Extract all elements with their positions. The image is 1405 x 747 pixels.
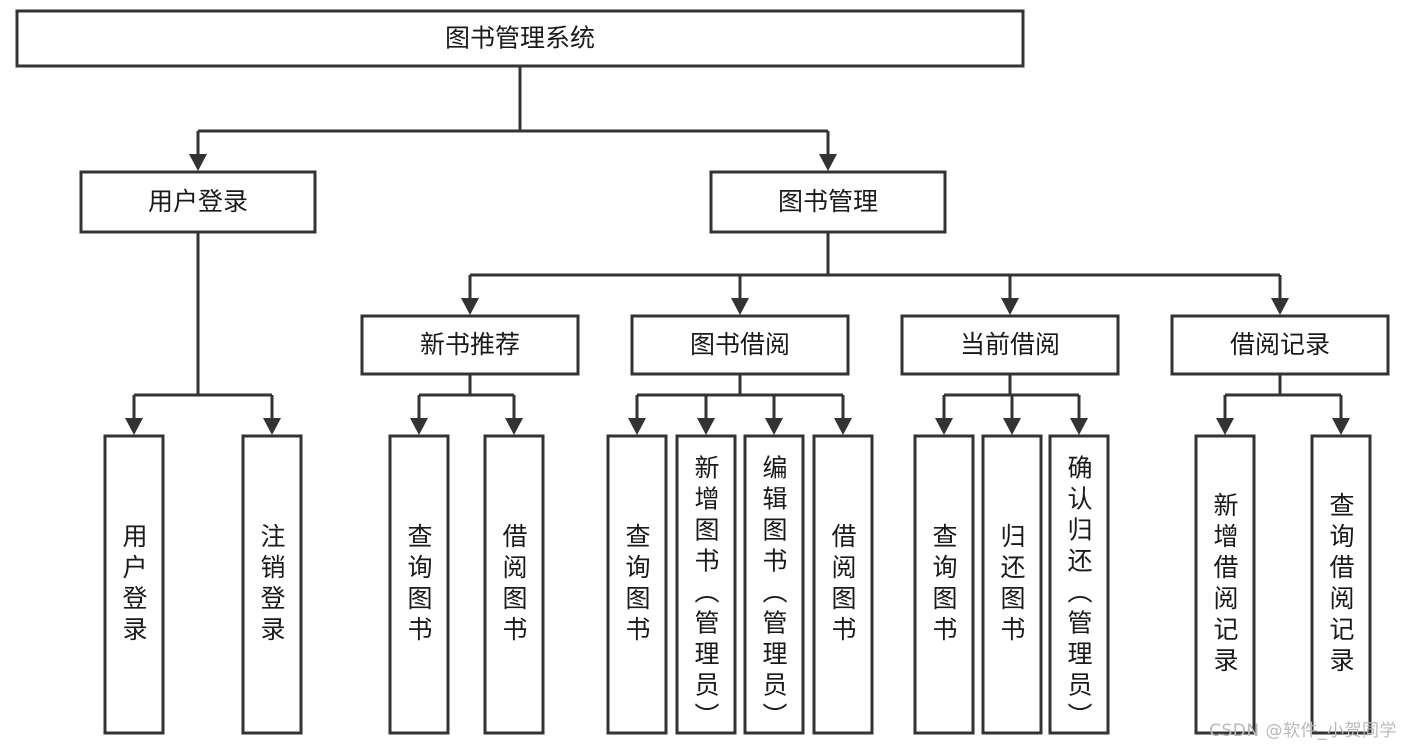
arrow-head-icon: [697, 418, 715, 435]
node-box: [388, 434, 450, 735]
arrow-head-icon: [1070, 418, 1088, 435]
node-label: 归还图书: [1000, 522, 1025, 644]
node-book-management[interactable]: 图书管理: [709, 170, 947, 234]
node-layer: 图书管理系统用户登录图书管理新书推荐图书借阅当前借阅借阅记录用户登录注销登录查询…: [15, 9, 1390, 735]
node-leaf-query-book-recommend[interactable]: 查询图书: [388, 434, 450, 735]
node-new-book-recommend[interactable]: 新书推荐: [360, 314, 580, 376]
node-box: [15, 9, 1025, 68]
node-box: [360, 314, 580, 376]
node-label: 查询图书: [407, 522, 432, 644]
arrow-head-icon: [731, 298, 749, 315]
node-label: 图书管理: [778, 187, 878, 216]
node-label: 当前借阅: [960, 330, 1060, 359]
node-label: 图书管理系统: [445, 24, 595, 53]
node-leaf-confirm-return-admin[interactable]: 确认归还︵管理员︶: [1048, 434, 1110, 735]
connector-borrow-record-to-leaves: [1216, 374, 1350, 435]
node-box: [79, 170, 317, 234]
arrow-head-icon: [125, 418, 143, 435]
arrow-head-icon: [1003, 418, 1021, 435]
node-leaf-return-book[interactable]: 归还图书: [981, 434, 1043, 735]
node-label: 借阅图书: [502, 522, 527, 644]
csdn-watermark: CSDN @软件_小贺同学: [1209, 721, 1397, 741]
arrow-head-icon: [765, 418, 783, 435]
node-box: [900, 314, 1120, 376]
connector-root-to-level1: [189, 66, 837, 171]
node-label: 用户登录: [148, 187, 248, 216]
arrow-head-icon: [1332, 418, 1350, 435]
node-leaf-add-book-admin[interactable]: 新增图书︵管理员︶: [675, 434, 737, 735]
node-label: 新书推荐: [420, 330, 520, 359]
node-user-login[interactable]: 用户登录: [79, 170, 317, 234]
arrow-head-icon: [189, 154, 207, 171]
node-leaf-edit-book-admin[interactable]: 编辑图书︵管理员︶: [743, 434, 805, 735]
connector-user-login-to-leaves: [125, 232, 281, 435]
node-label: 注销登录: [260, 522, 285, 644]
arrow-head-icon: [1271, 298, 1289, 315]
node-leaf-add-borrow-record[interactable]: 新增借阅记录: [1194, 434, 1256, 735]
node-box: [1170, 314, 1390, 376]
arrow-head-icon: [628, 418, 646, 435]
node-leaf-query-borrow-record[interactable]: 查询借阅记录: [1310, 434, 1372, 735]
node-box: [913, 434, 975, 735]
arrow-head-icon: [461, 298, 479, 315]
node-box: [1048, 434, 1110, 735]
node-label: 图书借阅: [690, 330, 790, 359]
node-leaf-query-book-current[interactable]: 查询图书: [913, 434, 975, 735]
connector-new-book-recommend-to-leaves: [410, 374, 523, 435]
node-book-borrow[interactable]: 图书借阅: [630, 314, 850, 376]
arrow-head-icon: [1001, 298, 1019, 315]
arrow-head-icon: [834, 418, 852, 435]
node-box: [812, 434, 874, 735]
node-leaf-borrow-book-recommend[interactable]: 借阅图书: [483, 434, 545, 735]
node-label: 编辑图书︵管理员︶: [762, 454, 787, 731]
node-box: [483, 434, 545, 735]
arrow-head-icon: [819, 154, 837, 171]
node-box: [606, 434, 668, 735]
node-label: 查询图书: [625, 522, 650, 644]
node-root[interactable]: 图书管理系统: [15, 9, 1025, 68]
connector-layer: [125, 66, 1350, 435]
node-leaf-logout[interactable]: 注销登录: [241, 434, 303, 735]
node-label: 借阅图书: [831, 522, 856, 644]
node-label: 查询借阅记录: [1329, 491, 1354, 675]
node-box: [743, 434, 805, 735]
node-borrow-record[interactable]: 借阅记录: [1170, 314, 1390, 376]
node-box: [241, 434, 303, 735]
node-label: 用户登录: [122, 522, 147, 644]
node-label: 查询图书: [932, 522, 957, 644]
arrow-head-icon: [410, 418, 428, 435]
node-box: [1310, 434, 1372, 735]
arrow-head-icon: [263, 418, 281, 435]
node-box: [630, 314, 850, 376]
arrow-head-icon: [1216, 418, 1234, 435]
node-label: 借阅记录: [1230, 330, 1330, 359]
node-current-borrow[interactable]: 当前借阅: [900, 314, 1120, 376]
node-box: [1194, 434, 1256, 735]
node-label: 新增图书︵管理员︶: [694, 454, 719, 731]
node-label: 确认归还︵管理员︶: [1067, 454, 1092, 731]
node-label: 新增借阅记录: [1213, 491, 1238, 675]
node-box: [981, 434, 1043, 735]
arrow-head-icon: [935, 418, 953, 435]
node-leaf-user-login[interactable]: 用户登录: [103, 434, 165, 735]
arrow-head-icon: [505, 418, 523, 435]
node-leaf-query-book-borrow[interactable]: 查询图书: [606, 434, 668, 735]
connector-book-management-to-level2: [461, 232, 1289, 315]
connector-current-borrow-to-leaves: [935, 374, 1088, 435]
connector-book-borrow-to-leaves: [628, 374, 852, 435]
node-box: [709, 170, 947, 234]
node-box: [103, 434, 165, 735]
node-leaf-borrow-book[interactable]: 借阅图书: [812, 434, 874, 735]
node-box: [675, 434, 737, 735]
